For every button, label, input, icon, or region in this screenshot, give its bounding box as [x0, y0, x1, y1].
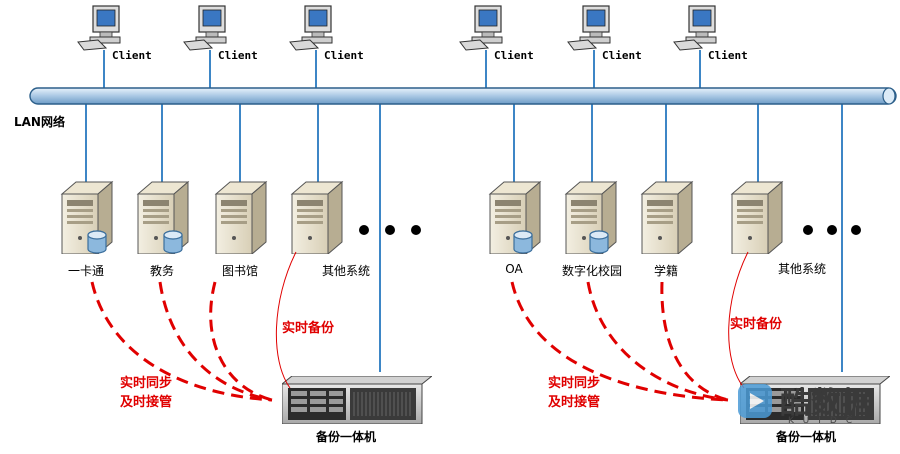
client-label: Client — [494, 49, 534, 62]
realtime-backup-label: 实时备份 — [730, 317, 783, 332]
more-servers-dots — [359, 225, 861, 235]
client-label: Client — [708, 49, 748, 62]
server-tower-icon — [641, 181, 693, 254]
backup-appliance-label: 备份一体机 — [776, 430, 837, 444]
lan-network-label: LAN网络 — [14, 115, 65, 129]
server-label: 其他系统 — [321, 264, 371, 278]
client-pc-icon — [183, 5, 227, 51]
client-label: Client — [602, 49, 642, 62]
watermark-text: 酷数据 — [780, 386, 873, 421]
lan-bus — [29, 87, 897, 105]
database-icon — [87, 230, 107, 254]
servers — [61, 181, 783, 254]
sync-label-line1: 实时同步 — [548, 376, 601, 391]
sync-arrows — [90, 281, 729, 402]
server-label: 学籍 — [653, 264, 679, 278]
client-computers — [77, 5, 717, 51]
realtime-backup-lines — [275, 251, 749, 389]
sync-label-line2: 及时接管 — [548, 395, 601, 410]
client-label: Client — [218, 49, 258, 62]
realtime-backup-label: 实时备份 — [282, 321, 335, 336]
server-tower-icon — [291, 181, 343, 254]
database-icon — [589, 230, 609, 254]
server-tower-icon — [731, 181, 783, 254]
backup-appliance-icon — [282, 376, 432, 424]
client-pc-icon — [673, 5, 717, 51]
client-label: Client — [324, 49, 364, 62]
sync-label-line2: 及时接管 — [120, 395, 173, 410]
client-links — [103, 50, 701, 92]
server-label: 其他系统 — [777, 262, 827, 276]
server-label: OA — [505, 262, 523, 276]
server-label: 教务 — [149, 264, 175, 278]
database-icon — [163, 230, 183, 254]
client-pc-icon — [567, 5, 611, 51]
watermark-logo: 酷数据 KUIDC — [738, 378, 888, 440]
play-icon — [738, 384, 772, 418]
server-tower-icon — [215, 181, 267, 254]
client-pc-icon — [459, 5, 503, 51]
server-label: 一卡通 — [67, 264, 105, 278]
client-label: Client — [112, 49, 152, 62]
client-pc-icon — [77, 5, 121, 51]
server-label: 数字化校园 — [561, 264, 623, 278]
sync-label-line1: 实时同步 — [120, 376, 173, 391]
client-pc-icon — [289, 5, 333, 51]
watermark-subtext: KUIDC — [788, 416, 862, 426]
server-links — [85, 102, 843, 372]
database-icon — [513, 230, 533, 254]
server-label: 图书馆 — [221, 264, 259, 278]
backup-appliance-label: 备份一体机 — [316, 430, 377, 444]
